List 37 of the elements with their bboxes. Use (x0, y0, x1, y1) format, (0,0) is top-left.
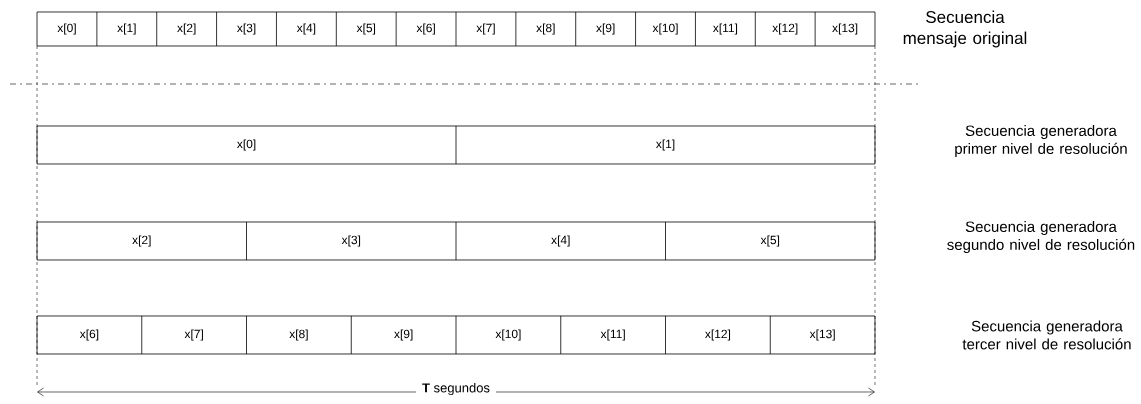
sequence-cell: x[2] (156, 11, 196, 47)
sequence-cell: x[0] (237, 139, 256, 151)
sequence-cell: x[12] (754, 11, 798, 47)
sequence-cell: x[0] (57, 23, 76, 35)
dimension-label: T segundos (416, 381, 496, 397)
sequence-cell: x[6] (395, 11, 435, 47)
sequence-cell: x[3] (216, 11, 256, 47)
sequence-cell: x[11] (695, 11, 738, 47)
sequence-bar (36, 315, 876, 355)
sequence-cell: x[9] (575, 11, 615, 47)
sequence-cell: x[7] (141, 315, 203, 355)
sequence-cell: x[5] (665, 221, 780, 261)
row-label: Secuencia generadora primer nivel de resolución (955, 125, 1127, 157)
sequence-cell: x[8] (515, 11, 555, 47)
sequence-cell: x[13] (769, 315, 835, 355)
row-label: Secuencia generadora tercer nivel de resolución (962, 320, 1131, 350)
sequence-cell: x[2] (132, 235, 151, 247)
sequence-cell: x[4] (276, 11, 316, 47)
sequence-cell: x[8] (246, 315, 308, 355)
sequence-cell: x[3] (246, 221, 361, 261)
sequence-cell: x[10] (455, 315, 521, 355)
sequence-bar (36, 221, 876, 261)
sequence-cell: x[7] (455, 11, 495, 47)
row-label: Secuencia generadora segundo nivel de resolución (947, 221, 1135, 253)
sequence-bar (36, 125, 876, 165)
sequence-cell: x[6] (79, 329, 99, 341)
sequence-cell: x[1] (455, 125, 675, 165)
sequence-bar (36, 11, 876, 47)
sequence-cell: x[10] (635, 11, 678, 47)
sequence-cell: x[1] (96, 11, 136, 47)
sequence-cell: x[9] (350, 315, 413, 355)
row-label: Secuencia mensaje original (903, 10, 1027, 48)
sequence-cell: x[12] (665, 315, 731, 355)
sequence-cell: x[5] (335, 11, 376, 47)
sequence-cell: x[13] (814, 11, 858, 47)
sequence-cell: x[4] (455, 221, 570, 261)
sequence-cell: x[11] (560, 315, 625, 355)
